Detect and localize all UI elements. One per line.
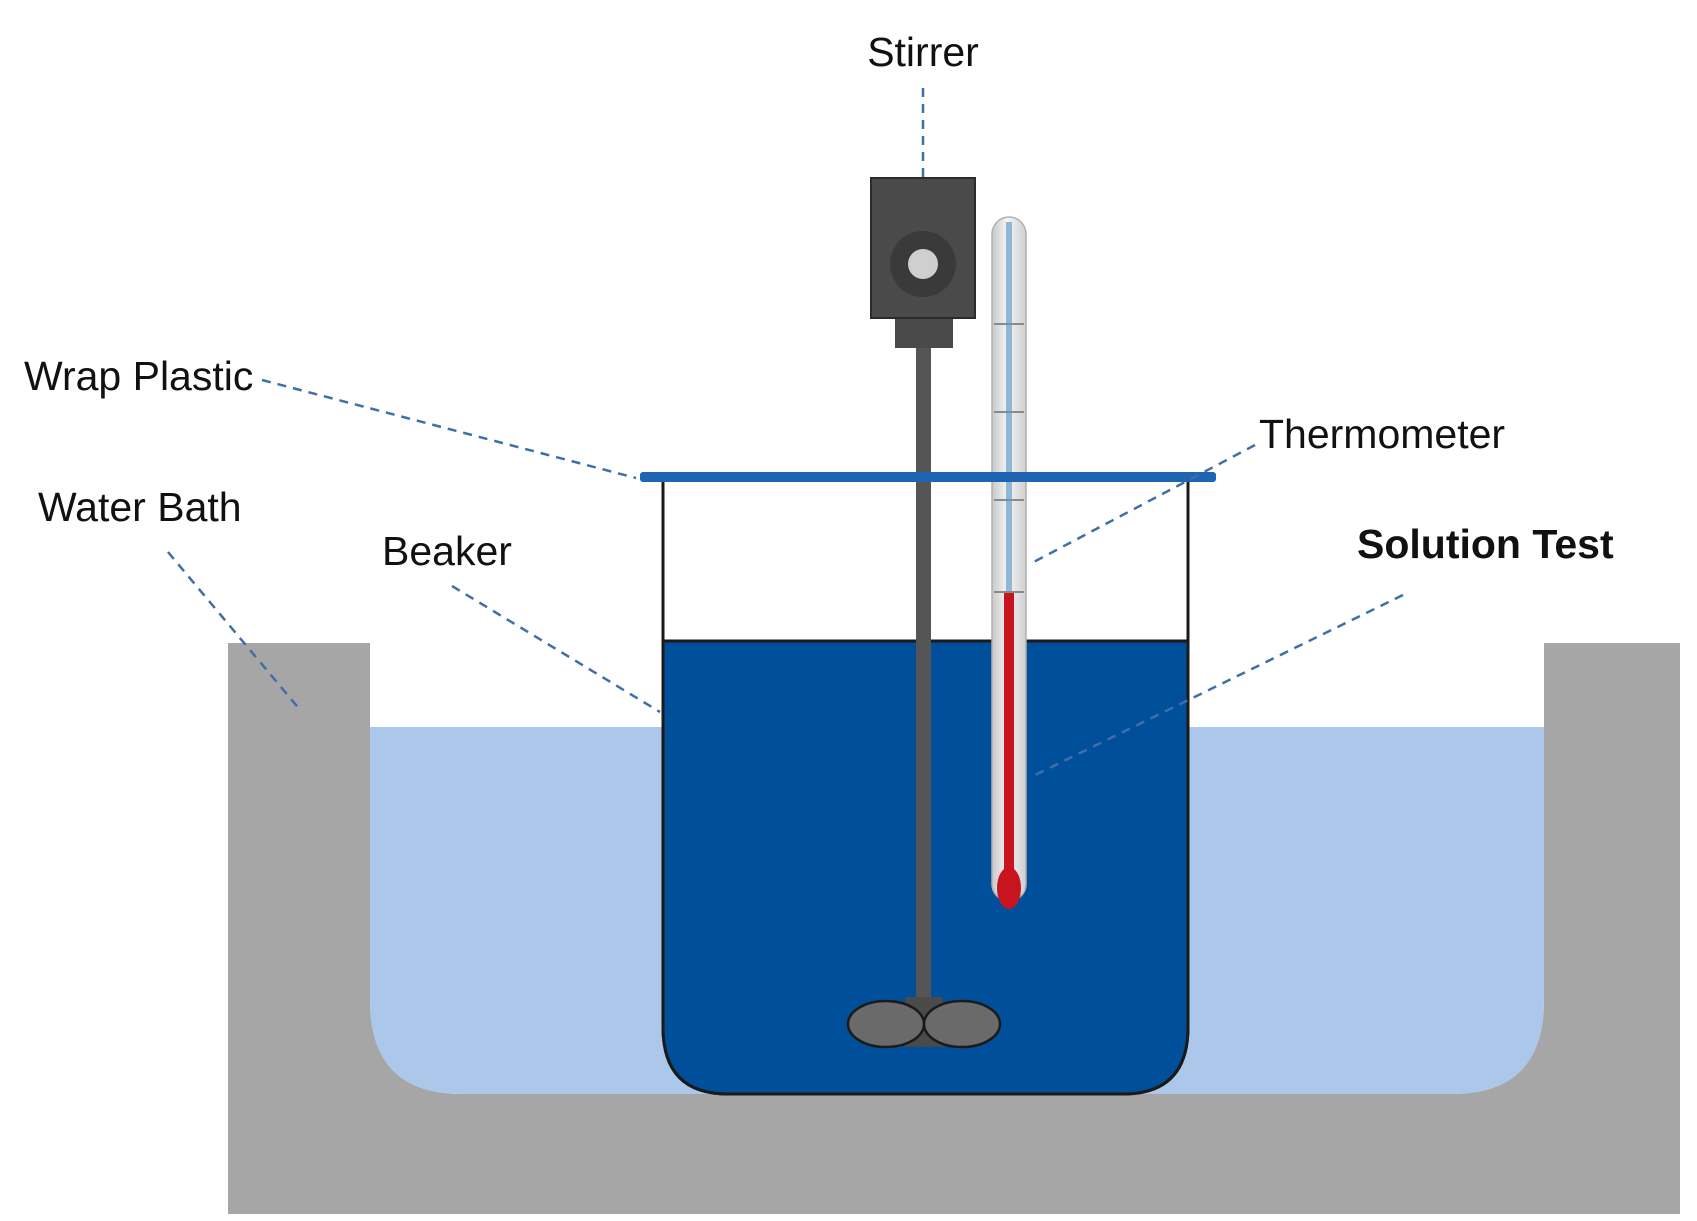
thermometer-capillary-top [1006,222,1012,592]
label-beaker: Beaker [382,528,512,574]
label-thermometer: Thermometer [1259,411,1505,457]
label-water-bath: Water Bath [38,484,242,530]
stirrer-motor-hub-inner [908,249,938,279]
stirrer-blade-right [922,999,1002,1049]
thermometer [991,216,1027,909]
solution-test-leader-line [1030,593,1404,779]
water-bath-leader-line [167,551,302,712]
stirrer-shaft [916,348,931,1008]
thermometer-mercury [1004,592,1014,874]
stirrer-blade-left [846,999,926,1049]
water-bath-container [228,643,1680,1214]
beaker-leader-line [451,584,661,714]
label-stirrer: Stirrer [867,29,979,75]
thermometer-bulb [997,867,1021,909]
wrap-plastic [640,472,1216,482]
label-solution-test: Solution Test [1357,521,1614,567]
label-wrap-plastic: Wrap Plastic [24,353,253,399]
thermometer-leader-line [1029,443,1256,566]
wrap-plastic-leader-line [261,378,637,480]
